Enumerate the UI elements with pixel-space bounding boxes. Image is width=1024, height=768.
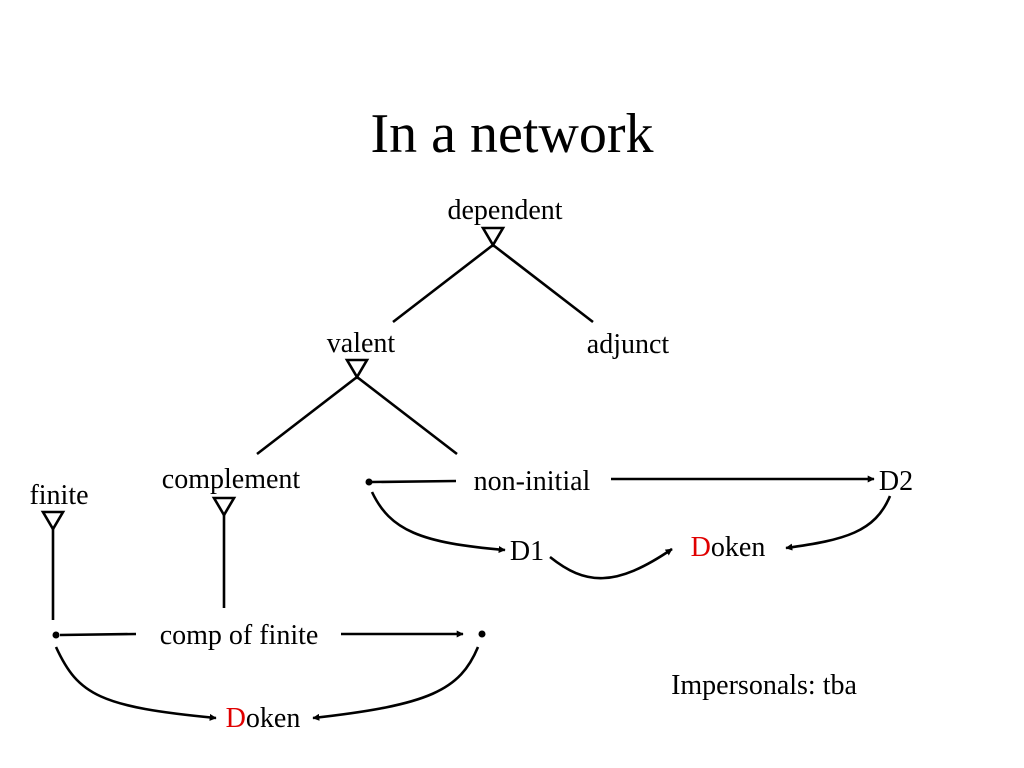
isa-triangle-complement <box>211 496 237 518</box>
label-adjunct: adjunct <box>587 329 670 360</box>
isa-line-adjunct <box>492 243 594 324</box>
arrow-D1-to-doken <box>549 547 673 580</box>
label-dependent: dependent <box>447 195 562 226</box>
label-doken-bottom: Doken <box>226 703 301 734</box>
isa-triangle-valent <box>344 358 370 380</box>
isa-triangle-dependent <box>480 226 506 248</box>
label-non-initial: non-initial <box>474 466 591 497</box>
arrow-dot-to-D1 <box>370 491 506 553</box>
label-complement: complement <box>162 464 301 495</box>
node-dot-non-initial <box>365 478 373 486</box>
label-D1: D1 <box>510 536 544 567</box>
doken-bottom-rest: oken <box>246 703 300 734</box>
isa-triangle-finite <box>40 510 66 532</box>
label-finite: finite <box>29 480 88 511</box>
arrow-dot-to-doken-bottom-right <box>312 646 480 721</box>
edge-dot-to-comp-of-finite <box>59 632 137 637</box>
isa-line-complement <box>256 375 358 456</box>
doken-top-prefix: D <box>691 532 711 563</box>
note-impersonals: Impersonals: tba <box>671 670 857 701</box>
edge-dot-to-non-initial <box>371 479 457 484</box>
label-comp-of-finite: comp of finite <box>160 620 319 651</box>
slide-title: In a network <box>370 103 654 165</box>
isa-line-non-initial <box>356 375 458 456</box>
label-doken-top: Doken <box>691 532 766 563</box>
label-valent: valent <box>327 328 396 359</box>
doken-bottom-prefix: D <box>226 703 246 734</box>
label-D2: D2 <box>879 466 913 497</box>
doken-top-rest: oken <box>711 532 765 563</box>
arrow-D2-to-doken <box>785 495 892 551</box>
node-dot-comp-target <box>478 630 486 638</box>
node-dot-finite <box>52 631 60 639</box>
arrow-dot-to-doken-bottom <box>54 646 217 721</box>
isa-line-valent <box>392 243 494 324</box>
